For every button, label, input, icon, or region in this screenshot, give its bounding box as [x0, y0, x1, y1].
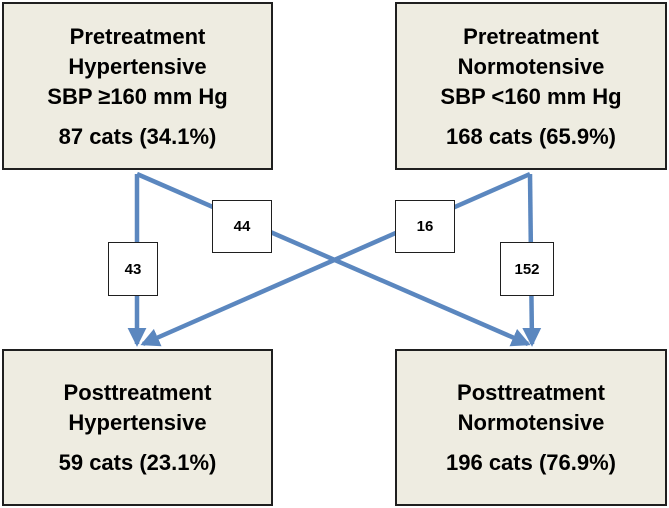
box-pretreatment-hypertensive: Pretreatment Hypertensive SBP ≥160 mm Hg… — [2, 2, 273, 170]
box-posttreatment-hypertensive: Posttreatment Hypertensive 59 cats (23.1… — [2, 349, 273, 506]
box-line-2: Normotensive — [457, 54, 605, 79]
transition-count-hyper-to-hyper: 43 — [108, 242, 158, 296]
box-line-1: Pretreatment — [463, 24, 599, 49]
box-line-1: Posttreatment — [63, 379, 212, 405]
box-posttreatment-normotensive: Posttreatment Normotensive 196 cats (76.… — [395, 349, 667, 506]
box-count: 59 cats (23.1%) — [58, 449, 217, 475]
box-count: 168 cats (65.9%) — [446, 124, 616, 149]
box-count: 196 cats (76.9%) — [446, 449, 616, 475]
transition-count-hyper-to-normo: 44 — [212, 200, 272, 253]
box-line-1: Posttreatment — [457, 379, 605, 405]
box-line-2: Hypertensive — [68, 409, 207, 435]
transition-count-normo-to-normo: 152 — [500, 242, 554, 296]
box-count: 87 cats (34.1%) — [58, 124, 217, 149]
box-line-1: Pretreatment — [69, 24, 206, 49]
box-pretreatment-normotensive: Pretreatment Normotensive SBP <160 mm Hg… — [395, 2, 667, 170]
box-line-2: Normotensive — [457, 409, 605, 435]
box-line-2: Hypertensive — [68, 54, 207, 79]
arrow-normo-to-hyper — [140, 171, 531, 347]
box-line-3: SBP <160 mm Hg — [440, 84, 622, 109]
transition-count-normo-to-hyper: 16 — [395, 200, 455, 253]
box-line-3: SBP ≥160 mm Hg — [47, 84, 228, 109]
